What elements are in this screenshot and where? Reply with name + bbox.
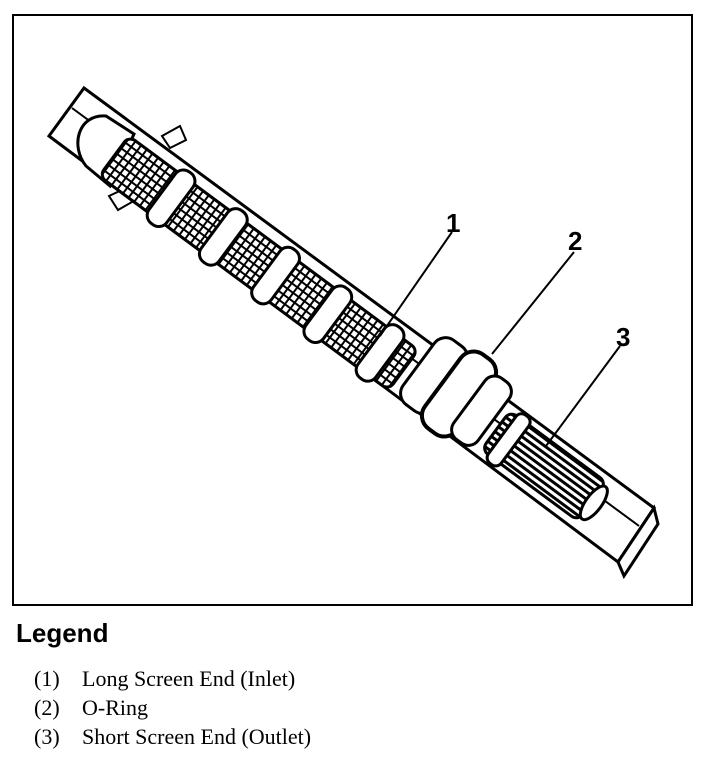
callout-3: 3: [616, 322, 630, 352]
orifice-tube-illustration: 1 2 3: [46, 85, 660, 580]
legend-item-number: (3): [34, 724, 60, 749]
legend-item-text: Short Screen End (Outlet): [82, 724, 312, 749]
o-ring: [399, 336, 513, 447]
legend-item-number: (1): [34, 666, 60, 691]
legend-item-text: O-Ring: [82, 695, 148, 720]
legend-item: (2) O-Ring: [34, 693, 311, 722]
diagram-figure: 1 2 3: [12, 14, 693, 606]
callout-2: 2: [568, 226, 582, 256]
inlet-end-cap: [76, 114, 136, 189]
legend-item: (3) Short Screen End (Outlet): [34, 722, 311, 751]
long-screen: [100, 137, 417, 389]
legend-item-text: Long Screen End (Inlet): [82, 666, 296, 691]
legend-item-number: (2): [34, 695, 60, 720]
short-screen: [483, 412, 609, 522]
leader-line-2: [491, 251, 575, 355]
callout-1: 1: [446, 208, 460, 238]
leader-line-1: [379, 231, 453, 337]
legend-title: Legend: [16, 618, 109, 648]
legend-list: (1) Long Screen End (Inlet) (2) O-Ring (3)…: [34, 664, 311, 751]
leader-line-3: [545, 345, 621, 447]
legend-item: (1) Long Screen End (Inlet): [34, 664, 311, 693]
